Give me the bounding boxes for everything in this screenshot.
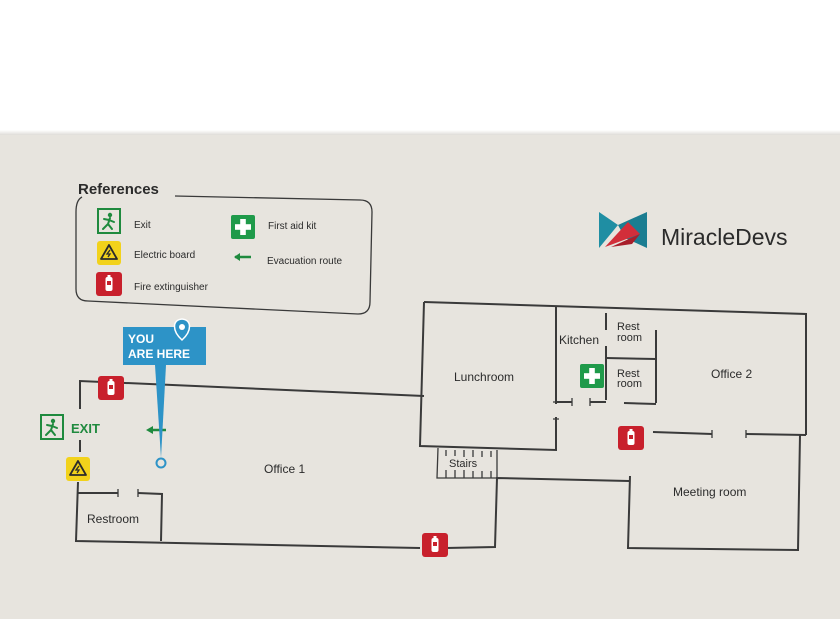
fire-extinguisher-icon (98, 376, 124, 400)
legend-exit-label: Exit (134, 220, 151, 231)
legend-extinguisher-label: Fire extinguisher (134, 282, 209, 293)
room-rest-room-bottom-line2: room (617, 378, 642, 390)
fire-extinguisher-icon (422, 533, 448, 557)
legend-border (75, 195, 373, 315)
electric-board-icon (96, 240, 122, 266)
evacuation-arrow-icon (234, 253, 251, 261)
first-aid-icon (231, 215, 255, 239)
room-rest-room-bottom-line1: Rest (617, 368, 640, 380)
signboard (0, 135, 840, 619)
room-kitchen: Kitchen (559, 333, 599, 347)
exit-icon (40, 414, 64, 440)
room-restroom: Restroom (87, 512, 139, 526)
legend-electric-label: Electric board (134, 250, 195, 261)
room-meeting-room: Meeting room (673, 485, 746, 499)
fire-extinguisher-icon (96, 272, 122, 296)
you-are-here-line1: YOU (128, 332, 154, 346)
you-are-here-line2: ARE HERE (128, 347, 190, 361)
board-edge (0, 130, 840, 136)
first-aid-icon (580, 364, 604, 388)
fire-extinguisher-icon (618, 426, 644, 450)
references-legend: References Exit Electric board Fire exti… (75, 181, 373, 315)
walls (74, 301, 807, 552)
legend-title: References (78, 181, 159, 198)
room-office-1: Office 1 (264, 462, 305, 476)
brand-name: MiracleDevs (661, 224, 788, 250)
you-are-here-badge (123, 327, 206, 365)
room-lunchroom: Lunchroom (454, 370, 514, 384)
electric-board-icon (65, 456, 91, 482)
room-office-2: Office 2 (711, 367, 752, 381)
legend-evacuation-label: Evacuation route (267, 256, 342, 267)
miracledevs-logo (599, 212, 647, 248)
exit-icon (97, 208, 121, 234)
exit-label: EXIT (71, 421, 100, 436)
legend-first-aid-label: First aid kit (268, 221, 317, 232)
stairs-label: Stairs (449, 458, 478, 470)
evacuation-arrow-icon (146, 426, 166, 434)
you-are-here-marker: YOU ARE HERE (123, 318, 206, 469)
room-rest-room-top-line2: room (617, 332, 642, 344)
room-rest-room-top-line1: Rest (617, 321, 640, 333)
location-pin-icon (173, 318, 191, 342)
